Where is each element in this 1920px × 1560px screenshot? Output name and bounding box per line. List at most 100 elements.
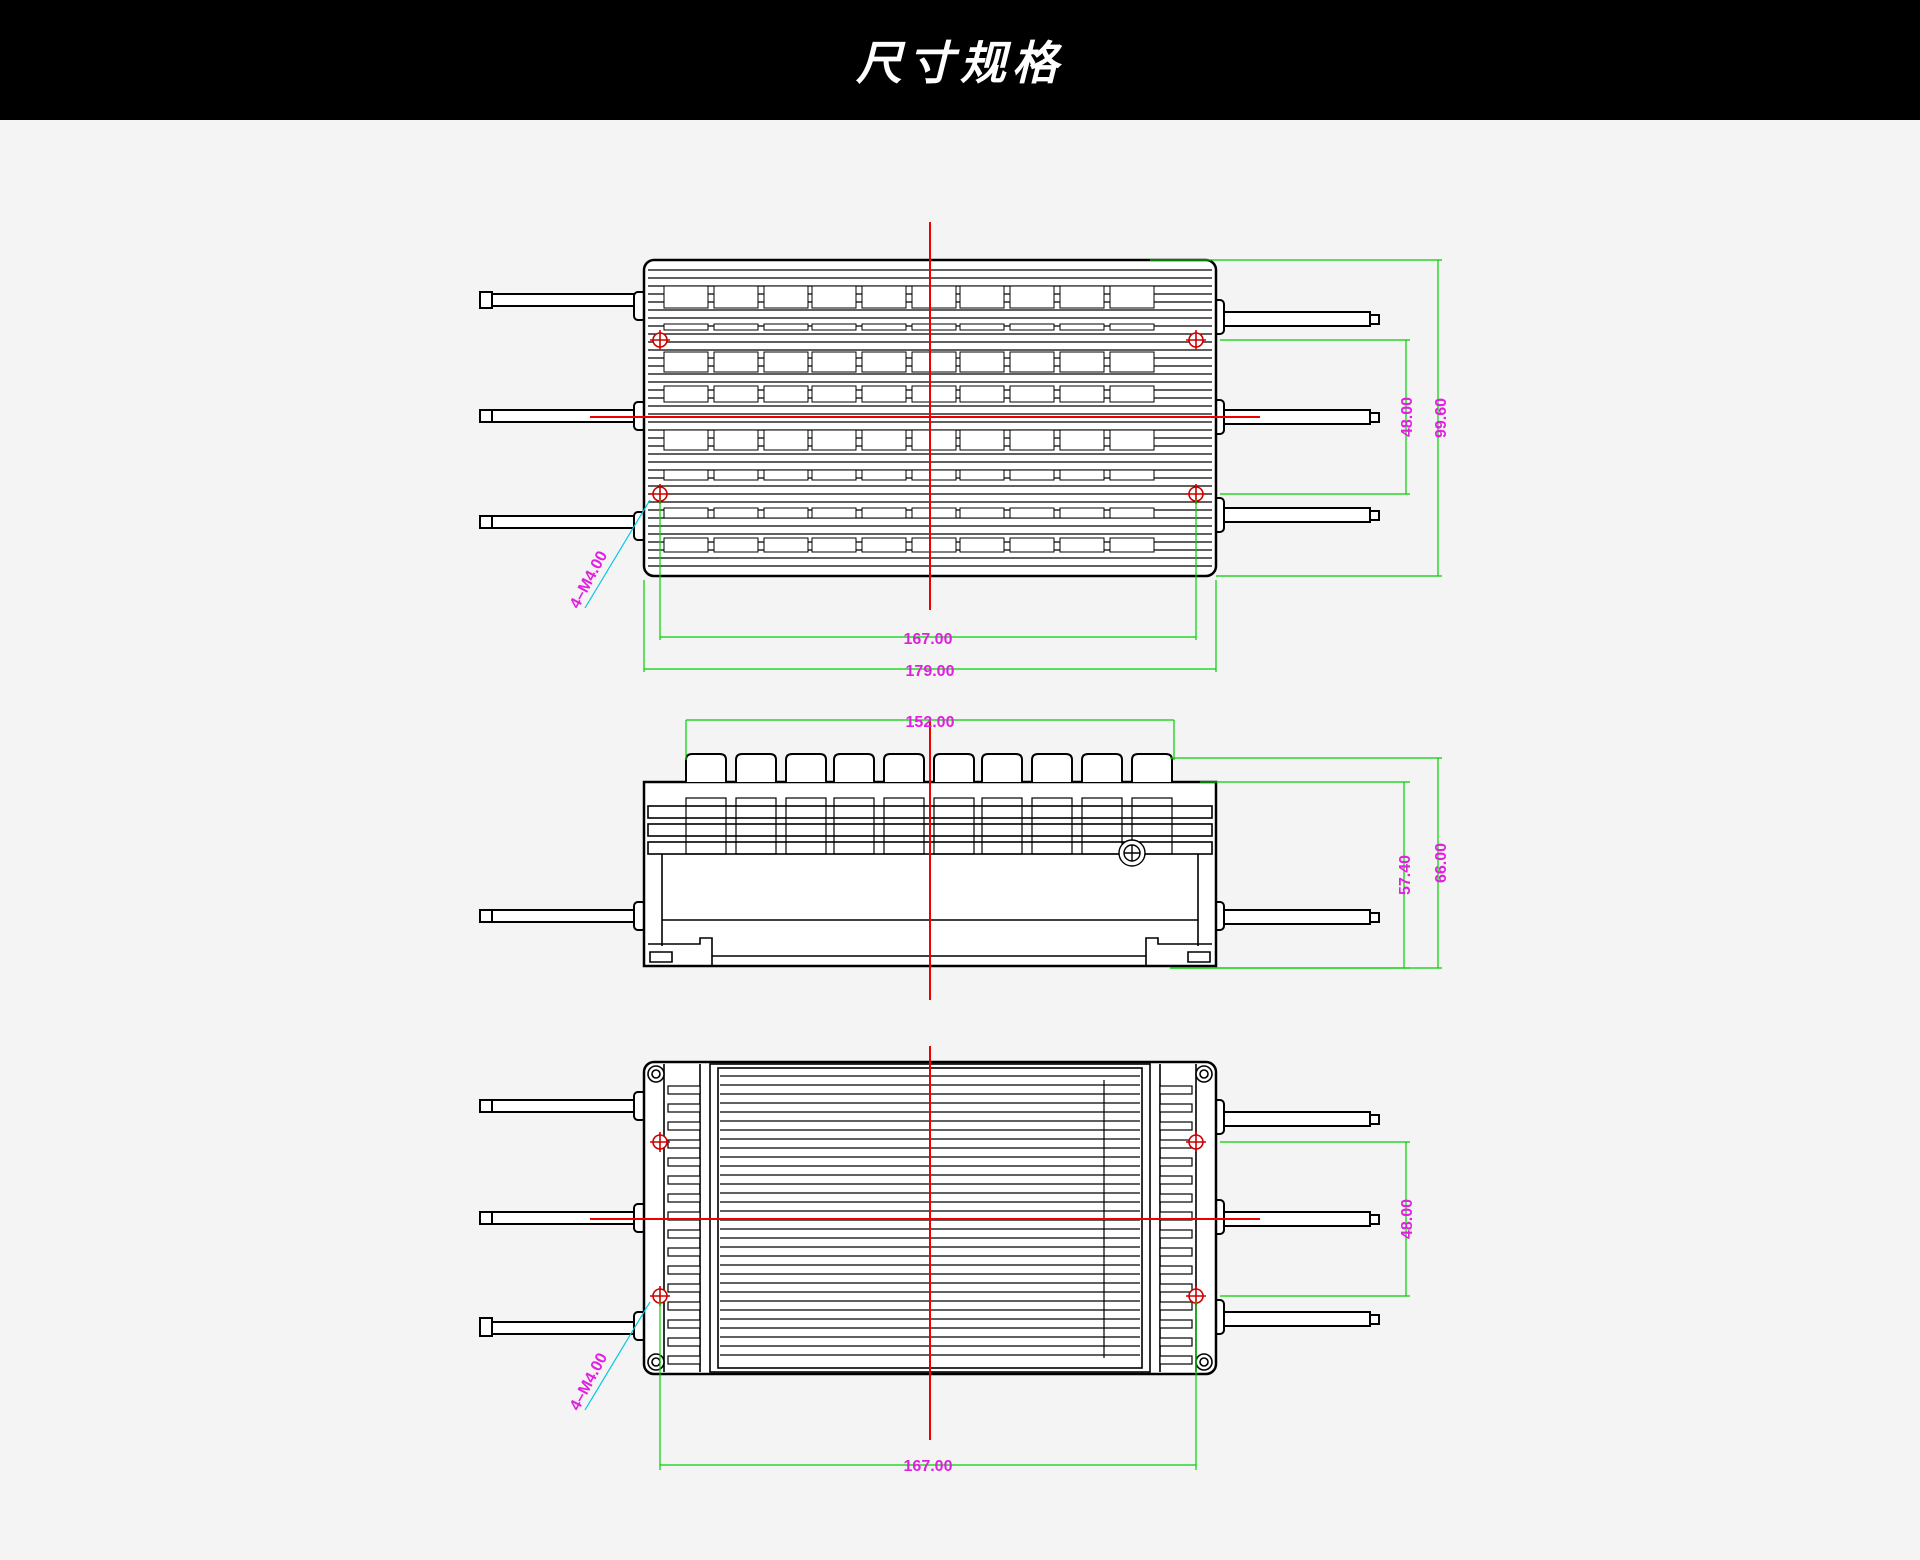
top-fin-segment — [861, 429, 907, 451]
top-fin-segment — [763, 385, 809, 403]
bottom-side-slot-left — [667, 1337, 701, 1347]
top-mounting-holes — [650, 330, 1206, 504]
top-fin-segment — [1109, 285, 1155, 309]
top-fin-segment — [861, 351, 907, 373]
top-fin-segment — [811, 351, 857, 373]
top-dim-179: 179.00 — [906, 663, 955, 680]
bottom-side-slot-right — [1159, 1103, 1193, 1113]
side-fin-tab — [735, 753, 777, 782]
top-view: 167.00 179.00 48.00 99.60 4–M4.00 — [479, 222, 1450, 680]
top-fin-segment — [959, 285, 1005, 309]
side-fins — [685, 753, 1173, 782]
top-fin-segment — [1059, 469, 1105, 481]
top-fin-segment — [959, 507, 1005, 519]
top-fin-segment — [959, 351, 1005, 373]
top-fin-segment — [1059, 537, 1105, 553]
bottom-side-slots — [667, 1085, 1193, 1365]
top-dimension-lines — [643, 259, 1442, 672]
bottom-side-slot-left — [667, 1319, 701, 1329]
side-vent-slots — [685, 797, 1173, 855]
top-fin-segment — [763, 469, 809, 481]
top-fin-segment — [713, 285, 759, 309]
top-fin-segment — [811, 469, 857, 481]
top-fin-segment — [911, 507, 957, 519]
bottom-side-slot-left — [667, 1175, 701, 1185]
bottom-side-slot-left — [667, 1301, 701, 1311]
top-fin-segment — [1109, 469, 1155, 481]
top-fin-segment — [911, 429, 957, 451]
bottom-side-slot-right — [1159, 1139, 1193, 1149]
bottom-side-slot-left — [667, 1121, 701, 1131]
side-vent-slot — [1131, 797, 1173, 855]
bottom-side-slot-left — [667, 1157, 701, 1167]
bottom-side-slot-right — [1159, 1247, 1193, 1257]
top-fin-segment — [861, 537, 907, 553]
top-cables-left — [479, 291, 641, 529]
bottom-side-slot-right — [1159, 1301, 1193, 1311]
bottom-side-slot-left — [667, 1229, 701, 1239]
side-fan-connector — [1118, 839, 1146, 867]
side-vent-slot — [785, 797, 827, 855]
top-fin-segment — [959, 429, 1005, 451]
top-fin-segment — [713, 507, 759, 519]
top-dim-99-60: 99.60 — [1433, 398, 1450, 438]
side-dim-152: 152.00 — [906, 714, 955, 731]
side-cables — [479, 901, 1380, 931]
top-fin-segment — [1009, 537, 1055, 553]
top-fin-segment — [1009, 351, 1055, 373]
top-fin-segment — [959, 385, 1005, 403]
bottom-side-slot-left — [667, 1193, 701, 1203]
bottom-side-slot-right — [1159, 1337, 1193, 1347]
bottom-hole-leader — [584, 1301, 651, 1411]
bottom-dim-167: 167.00 — [904, 1458, 953, 1475]
top-fin-segment — [811, 429, 857, 451]
top-fin-breaks — [663, 285, 1155, 553]
top-fin-segment — [861, 469, 907, 481]
top-fin-segment — [811, 323, 857, 331]
top-fin-segment — [763, 429, 809, 451]
top-fin-segment — [911, 285, 957, 309]
dimension-drawing: 167.00 179.00 48.00 99.60 4–M4.00 — [479, 222, 1450, 1475]
top-hole-leader — [584, 499, 651, 609]
bottom-side-slot-left — [667, 1085, 701, 1095]
header-bar: 尺寸规格 — [0, 0, 1920, 120]
side-vent-slot — [1031, 797, 1073, 855]
bottom-dim-48: 48.00 — [1399, 1199, 1416, 1239]
top-fin-segment — [763, 323, 809, 331]
side-fin-tab — [1081, 753, 1123, 782]
side-fin-tab — [685, 753, 727, 782]
top-fin-segment — [861, 385, 907, 403]
top-fin-segment — [763, 351, 809, 373]
bottom-mounting-holes — [650, 1132, 1206, 1306]
side-vent-slot — [883, 797, 925, 855]
top-fin-segment — [713, 429, 759, 451]
top-fin-segment — [1109, 429, 1155, 451]
top-fin-segment — [1009, 285, 1055, 309]
bottom-side-slot-right — [1159, 1121, 1193, 1131]
bottom-side-slot-right — [1159, 1319, 1193, 1329]
top-dim-167: 167.00 — [904, 631, 953, 648]
side-vent-slot — [685, 797, 727, 855]
top-fin-segment — [1009, 429, 1055, 451]
bottom-side-slot-left — [667, 1139, 701, 1149]
top-fin-segment — [959, 537, 1005, 553]
bottom-side-slot-right — [1159, 1175, 1193, 1185]
side-dimension-lines — [685, 719, 1442, 969]
bottom-side-slot-right — [1159, 1085, 1193, 1095]
top-fin-segment — [713, 537, 759, 553]
side-fin-tab — [981, 753, 1023, 782]
top-fin-segment — [1059, 385, 1105, 403]
bottom-corner-holes — [647, 1065, 1213, 1371]
top-fin-segment — [1059, 285, 1105, 309]
top-fin-segment — [811, 285, 857, 309]
top-fin-segment — [663, 537, 709, 553]
top-fin-segment — [1009, 385, 1055, 403]
page-title: 尺寸规格 — [856, 36, 1064, 90]
top-fin-segment — [911, 385, 957, 403]
top-fin-segment — [763, 537, 809, 553]
top-fin-segment — [1009, 323, 1055, 331]
side-fin-tab — [883, 753, 925, 782]
side-vent-slot — [933, 797, 975, 855]
bottom-side-slot-right — [1159, 1229, 1193, 1239]
bottom-side-slot-left — [667, 1283, 701, 1293]
